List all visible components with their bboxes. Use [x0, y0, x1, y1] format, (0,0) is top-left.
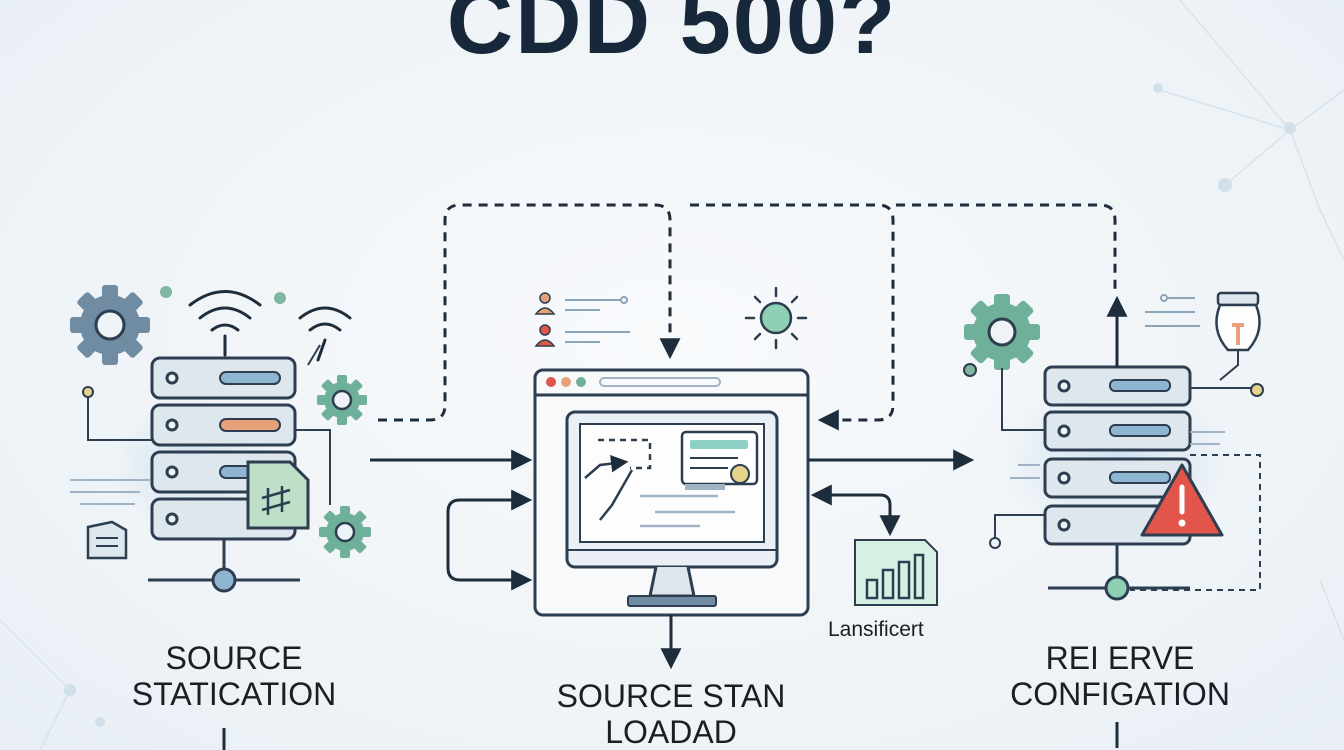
center-node-label: SOURCE STAN LOADAD: [520, 678, 822, 750]
sun-icon: [744, 286, 808, 350]
reserve-node-line1: REI ERVE: [1045, 640, 1195, 676]
reserve-server-group: [963, 291, 1264, 601]
lightbulb-icon: [1215, 291, 1261, 381]
user-icon: [534, 292, 556, 347]
source-server-group: [70, 285, 371, 593]
gear-icon: [317, 375, 367, 425]
gear-icon: [964, 294, 1040, 370]
monitor-window-group: [533, 286, 938, 670]
file-icon: [86, 520, 128, 560]
file-icon: [246, 460, 310, 530]
warning-icon: [1140, 463, 1224, 537]
flow-arrows: [370, 203, 1117, 591]
gear-icon: [70, 285, 150, 365]
page-title: CDD 500?: [446, 0, 898, 73]
center-node-line1: SOURCE STAN: [556, 678, 786, 714]
source-node-line2: STATICATION: [131, 676, 337, 712]
reserve-node-label: REI ERVE CONFIGATION: [990, 640, 1250, 712]
center-node-line2: LOADAD: [605, 714, 737, 750]
reserve-node-line2: CONFIGATION: [1010, 676, 1230, 712]
gear-icon: [319, 506, 371, 558]
source-node-label: SOURCE STATICATION: [104, 640, 364, 712]
wifi-icon: [298, 306, 352, 362]
chart-caption: Lansificert: [828, 618, 924, 641]
source-node-line1: SOURCE: [165, 640, 303, 676]
chart-icon: [854, 539, 938, 606]
wifi-icon: [188, 290, 262, 357]
